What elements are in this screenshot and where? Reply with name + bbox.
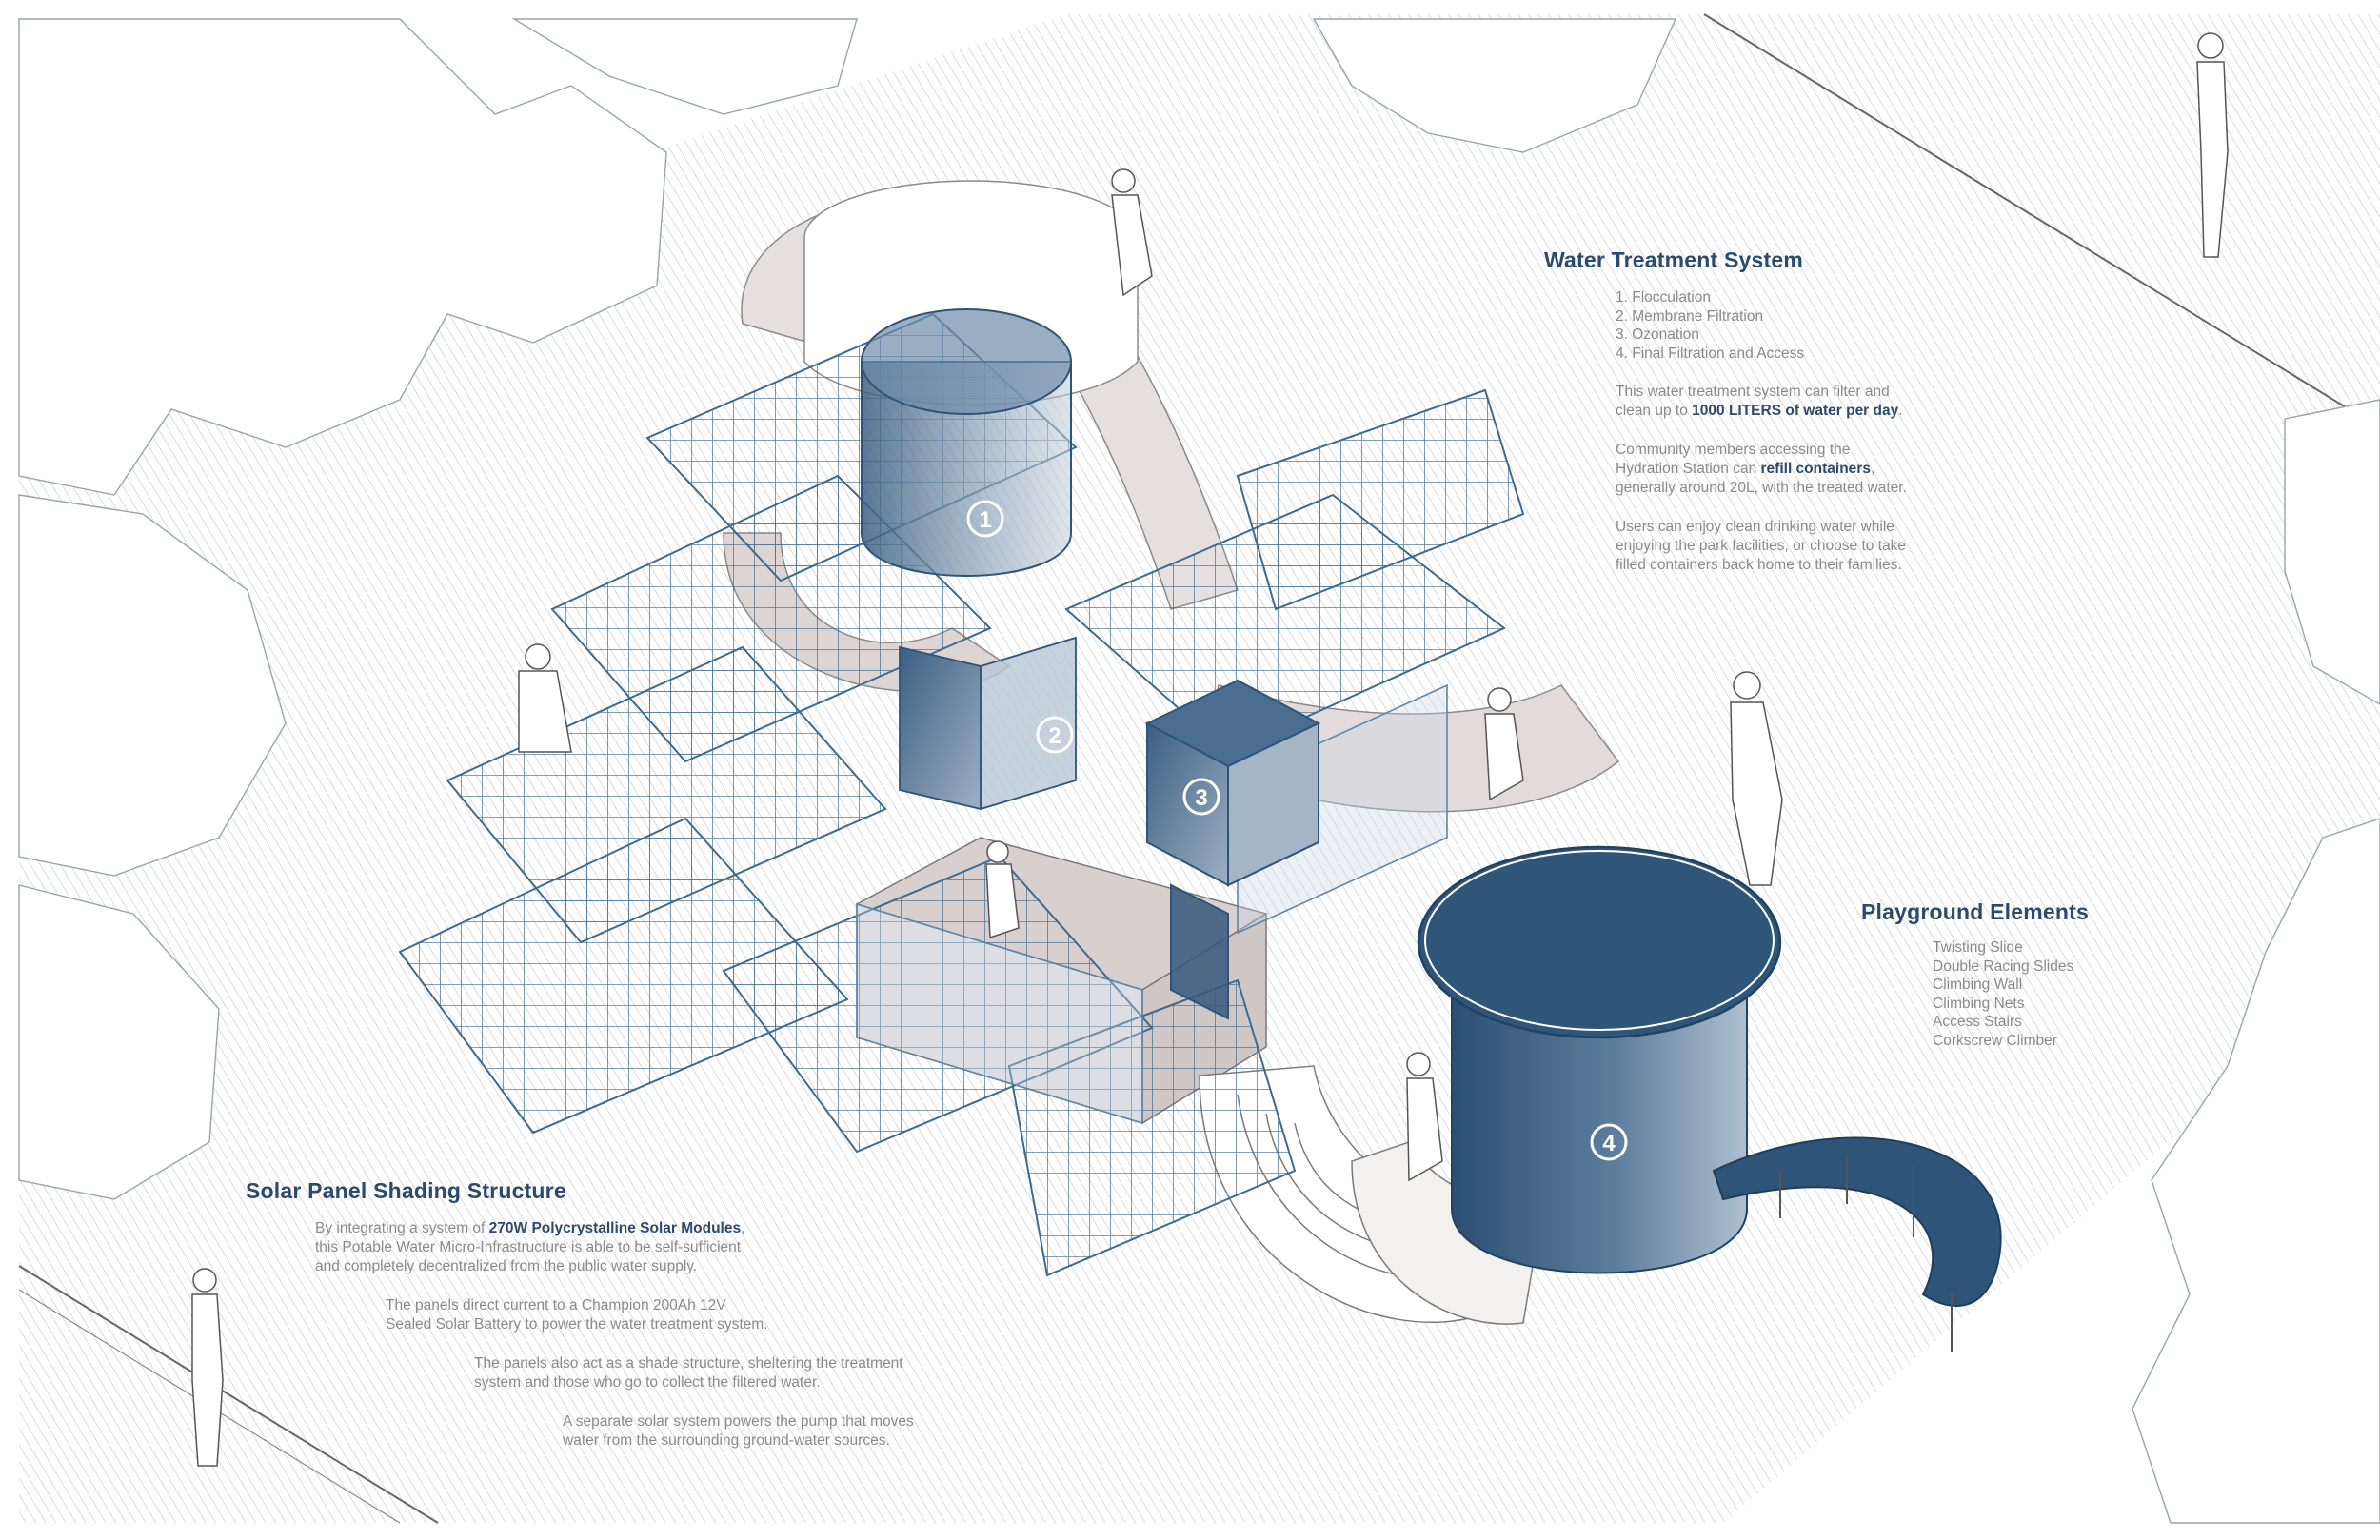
playground-item: Twisting Slide [1933,939,2023,956]
playground-item: Corkscrew Climber [1933,1032,2057,1049]
tree-outlines [18,18,2380,1524]
playground-item: Double Racing Slides [1933,958,2074,975]
playground-item: Climbing Wall [1933,977,2023,993]
playground-item: Access Stairs [1933,1014,2022,1030]
solar-modules: By integrating a system of 270W Polycrys… [315,1220,745,1274]
playground-title: Playground Elements [1861,899,2089,924]
treatment-users: Users can enjoy clean drinking water whi… [1616,519,1907,573]
svg-text:3: 3 [1195,785,1207,811]
water-treatment-title: Water Treatment System [1544,247,1803,272]
playground-block: Playground Elements Twisting Slide Doubl… [1861,899,2147,1050]
badge-1: 1 [966,500,1004,538]
svg-text:4: 4 [1602,1131,1616,1156]
tank-2 [899,636,1077,811]
solar-battery: The panels direct current to a Champion … [386,1297,768,1333]
badge-2: 2 [1036,716,1074,754]
treatment-step: 1. Flocculation [1616,289,1711,306]
solar-block: Solar Panel Shading Structure By integra… [246,1178,1102,1471]
solar-title: Solar Panel Shading Structure [246,1178,566,1203]
solar-pump: A separate solar system powers the pump … [563,1413,914,1449]
treatment-refill: Community members accessing the Hydratio… [1616,442,1907,496]
badge-3: 3 [1182,778,1220,816]
playground-item: Climbing Nets [1933,995,2025,1012]
playground-items: Twisting Slide Double Racing Slides Clim… [1933,938,2147,1050]
treatment-step: 3. Ozonation [1616,326,1699,343]
curved-slide [1712,1136,2002,1352]
treatment-capacity: This water treatment system can filter a… [1616,384,1903,419]
water-treatment-block: Water Treatment System 1. Flocculation 2… [1544,247,2077,595]
solar-shade: The panels also act as a shade structure… [474,1355,903,1391]
svg-text:1: 1 [979,507,991,533]
treatment-steps: 1. Flocculation 2. Membrane Filtration 3… [1616,288,2077,363]
treatment-step: 2. Membrane Filtration [1616,307,1764,325]
badge-4: 4 [1590,1123,1628,1161]
people-figures [191,32,2229,1467]
tank-1 [861,308,1072,577]
treatment-step: 4. Final Filtration and Access [1616,345,1805,362]
tank-4 [1417,845,1782,1274]
glass-frames [856,683,1448,1125]
svg-text:2: 2 [1048,723,1061,749]
